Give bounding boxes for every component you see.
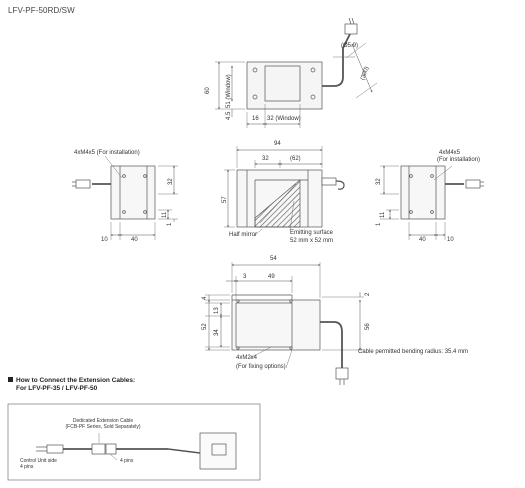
extension-diagram: [7, 403, 261, 481]
dim-right-h1: 32: [376, 178, 382, 185]
screw-label: 4xM2x4: [236, 355, 258, 361]
dim-left-h2: 11: [162, 211, 168, 218]
bottom-view-connector: [335, 367, 349, 380]
bottom-view-cable: [320, 321, 343, 368]
control-side-line1: Control Unit side: [20, 458, 57, 464]
bending-radius-note: Cable permitted bending radius: 35.4 mm: [358, 349, 469, 355]
right-installation-label-1: 4xM4x5: [439, 150, 461, 156]
screw-hole: [252, 94, 258, 100]
dim-left-h3: 1: [167, 222, 173, 226]
control-connector: [46, 444, 64, 454]
dim-right-h3: 1: [376, 222, 382, 226]
half-mirror-label: Half mirror: [229, 232, 257, 238]
cable-label-line2: (FCB-PF Series, Sold Separately): [65, 424, 141, 430]
screw-hole: [252, 67, 258, 73]
light-unit: [199, 432, 237, 470]
dim-bottom-width: 54: [270, 256, 277, 262]
dim-center-d2: (62): [290, 156, 301, 162]
bottom-view-inner: [235, 302, 293, 348]
left-view-body: [110, 165, 156, 220]
dim-top-height: 60: [205, 87, 211, 94]
right-view-connector: [465, 179, 481, 189]
dim-top-offset: 4.5: [226, 111, 232, 120]
left-view-connector: [75, 179, 91, 189]
control-side-label: Control Unit side 4 pins: [20, 458, 57, 470]
page-title: LFV-PF-50RD/SW: [8, 6, 75, 15]
top-view: [215, 17, 378, 128]
dim-left-w1: 10: [101, 237, 108, 243]
section-bullet-icon: [8, 377, 13, 382]
cable-joint-right: [105, 443, 117, 455]
screw-hole: [310, 94, 316, 100]
control-side-line2: 4 pins: [20, 464, 34, 470]
emitting-surface-label: Emitting surface: [290, 230, 334, 236]
dim-right-w2: 10: [447, 237, 454, 243]
left-view: [72, 155, 178, 240]
left-installation-label: 4xM4x5 (For installation): [74, 150, 140, 156]
emitting-size-label: 52 mm x 52 mm: [290, 238, 334, 244]
extension-heading: How to Connect the Extension Cables: For…: [8, 377, 135, 392]
cable-label: Dedicated Extension Cable (FCB-PF Series…: [58, 418, 148, 430]
dim-left-h1: 32: [168, 178, 174, 185]
bottom-view: [205, 262, 364, 385]
right-view: [380, 165, 484, 240]
dim-cable-diameter: (Ø5.9): [341, 43, 359, 49]
dim-bottom-offset: 3: [243, 274, 247, 280]
dim-left-w2: 40: [131, 237, 138, 243]
center-view: [224, 146, 345, 237]
dim-bottom-right-top: 2: [365, 292, 371, 296]
bottom-view-body: [231, 299, 321, 351]
dim-center-height: 57: [222, 196, 228, 203]
cable-label-line1: Dedicated Extension Cable: [72, 418, 134, 424]
dim-bottom-h13: 13: [214, 307, 220, 314]
dim-bottom-right-h: 56: [365, 323, 371, 330]
dim-bottom-h52: 52: [202, 323, 208, 330]
dim-right-h2: 11: [380, 211, 386, 218]
cable-joint-left: [91, 443, 106, 455]
top-view-cable: [322, 33, 351, 87]
center-view-cable: [335, 180, 345, 190]
dim-bottom-inner: 49: [268, 274, 275, 280]
dim-bottom-top-h: 4: [202, 296, 208, 300]
screw-hole: [310, 67, 316, 73]
screw-sub-label: (For fixing options): [236, 364, 286, 370]
top-view-window: [264, 65, 301, 102]
dim-bottom-h34: 34: [214, 329, 220, 336]
dim-top-left: 16: [252, 116, 259, 122]
dim-center-d1: 32: [262, 156, 269, 162]
dim-window-width: 32 (Window): [267, 116, 301, 122]
dim-center-width: 94: [274, 141, 281, 147]
extension-heading-line1: How to Connect the Extension Cables:: [16, 377, 136, 384]
top-view-body: [246, 61, 323, 110]
right-view-body: [400, 165, 446, 220]
cable-connector: [344, 23, 358, 35]
extension-heading-line2: For LFV-PF-35 / LFV-PF-50: [16, 384, 98, 392]
dim-right-w1: 40: [419, 237, 426, 243]
dim-window-height: 51 (Window): [226, 74, 232, 108]
right-installation-label-2: (For installation): [437, 157, 481, 163]
pins-label: 4 pins: [120, 458, 134, 464]
